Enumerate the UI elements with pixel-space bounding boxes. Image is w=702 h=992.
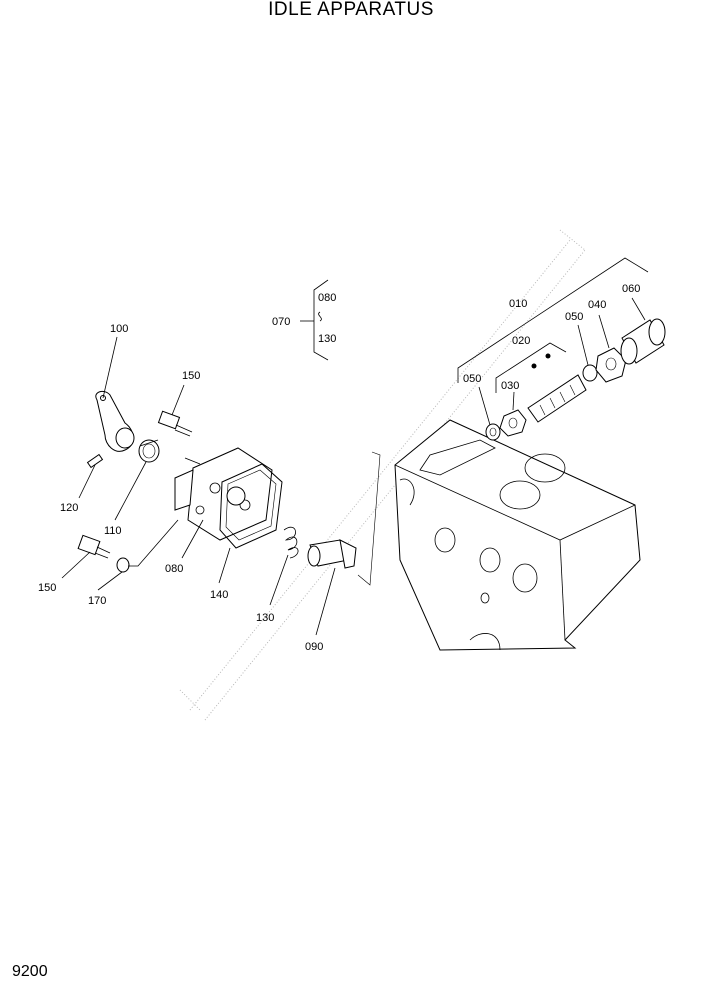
callout-150-upper: 150 [182, 370, 200, 382]
spring-130 [283, 526, 299, 559]
callout-labels: 010 020 030 040 050 050 060 070 080 130 … [38, 283, 640, 653]
page-title: IDLE APPARATUS [268, 0, 434, 20]
callout-070: 070 [272, 316, 290, 328]
page-number: 9200 [12, 963, 48, 980]
callout-010: 010 [509, 298, 527, 310]
callout-040: 040 [588, 299, 606, 311]
washer-050-right [582, 364, 598, 382]
callout-070-top: 080 [318, 292, 336, 304]
housing-080 [174, 447, 273, 541]
shaft-090 [307, 539, 357, 569]
callout-130: 130 [256, 612, 274, 624]
callout-110: 110 [104, 525, 122, 537]
group-bracket-020 [495, 342, 567, 393]
pin-120 [86, 453, 104, 469]
callout-080: 080 [165, 563, 183, 575]
callout-030: 030 [501, 380, 519, 392]
callout-050-left: 050 [463, 373, 481, 385]
bolt-150-upper [157, 410, 193, 437]
callout-050-right: 050 [565, 311, 583, 323]
tilde-070 [318, 311, 322, 322]
bullet-dot-2 [545, 353, 551, 359]
callout-100: 100 [110, 323, 128, 335]
callout-170: 170 [88, 595, 106, 607]
lever-100 [95, 390, 135, 452]
callout-120: 120 [60, 502, 78, 514]
idle-screw-020 [527, 374, 587, 423]
callout-150-lower: 150 [38, 582, 56, 594]
callout-090: 090 [305, 641, 323, 653]
group-bracket-010 [457, 257, 649, 383]
gasket-140 [219, 463, 283, 549]
bushing-110 [138, 439, 160, 463]
callout-140: 140 [210, 589, 228, 601]
nut-030 [499, 409, 527, 437]
bolt-150-lower [77, 534, 111, 559]
callout-070-bottom: 130 [318, 333, 336, 345]
callout-020: 020 [512, 335, 530, 347]
leader-lines [61, 297, 646, 636]
lock-nut-050-left [485, 423, 501, 441]
cap-060 [620, 318, 666, 365]
callout-060: 060 [622, 283, 640, 295]
bullet-dot-1 [531, 363, 537, 369]
engine-block [394, 419, 641, 651]
washer-170 [116, 557, 130, 573]
nut-040 [595, 347, 627, 383]
